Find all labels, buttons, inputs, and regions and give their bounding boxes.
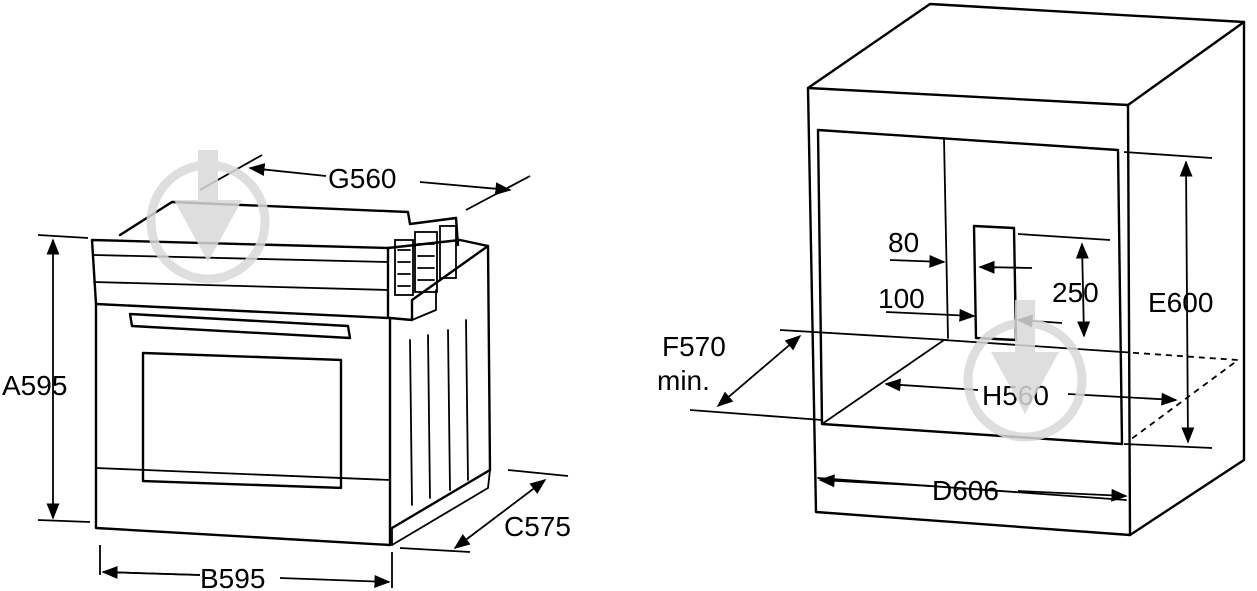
dim-g-label: G560 [328, 163, 397, 194]
dimension-c: C575 [399, 469, 571, 553]
vent-grille [394, 225, 457, 296]
dim-250-label: 250 [1052, 277, 1099, 308]
dimension-a: A595 [2, 234, 91, 523]
dimension-g: G560 [199, 154, 531, 211]
dim-f-label: F570 [662, 331, 726, 362]
dim-b-label: B595 [200, 563, 265, 591]
dimension-b: B595 [99, 545, 393, 591]
dimension-e: E600 [1123, 151, 1213, 449]
dimension-opening: 80 100 250 [878, 227, 1111, 338]
oven-drawing [90, 200, 492, 547]
cabinet-drawing [806, 2, 1246, 537]
dim-c-label: C575 [504, 511, 571, 542]
download-arrow-icon [146, 150, 270, 284]
dim-a-label: A595 [2, 370, 67, 401]
dim-f-sublabel: min. [657, 365, 710, 396]
dimension-d: D606 [818, 474, 1128, 506]
dim-d-label: D606 [932, 475, 999, 506]
download-arrow-icon [963, 300, 1087, 442]
dim-100-label: 100 [878, 283, 925, 314]
dim-80-label: 80 [888, 227, 919, 258]
dim-e-label: E600 [1148, 287, 1213, 318]
dimension-f: F570 min. [657, 329, 949, 421]
